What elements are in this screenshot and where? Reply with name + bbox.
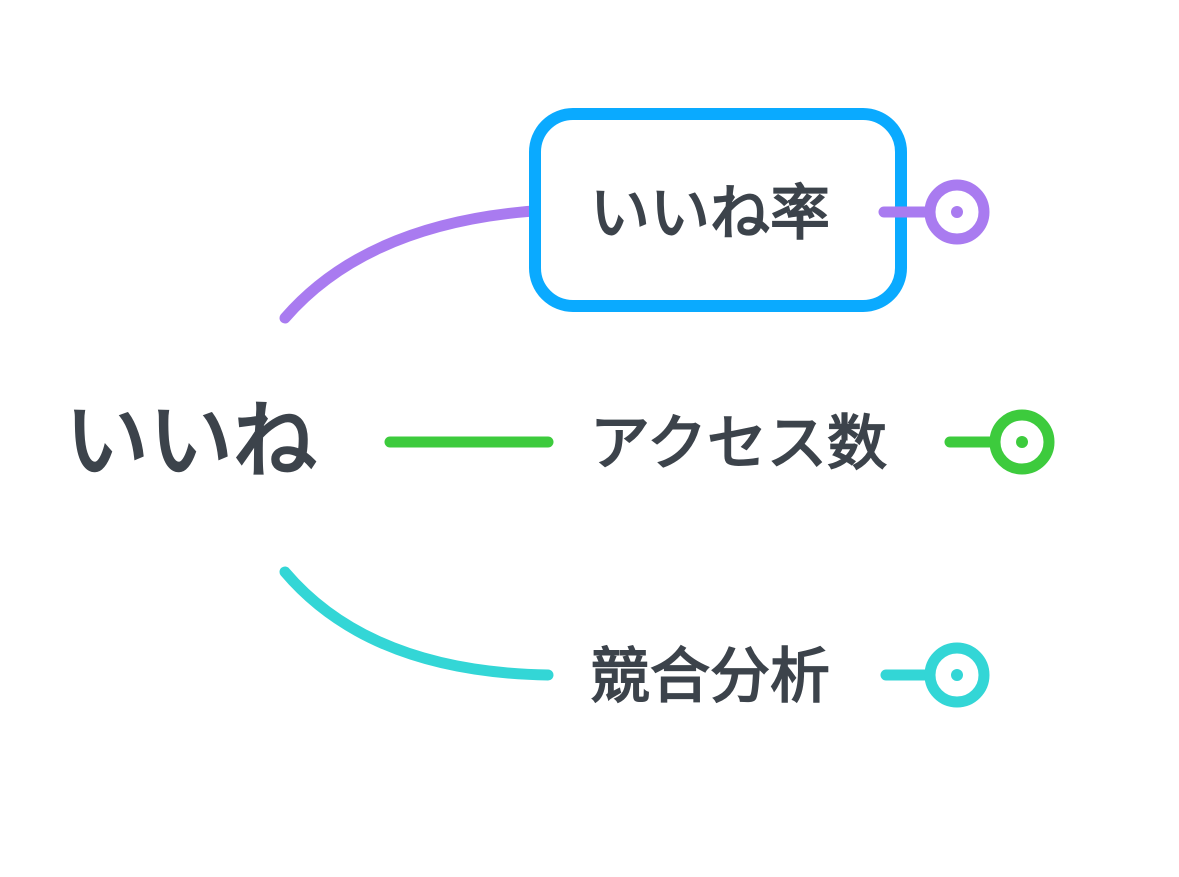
collapse-toggle-icon-2[interactable]: [989, 409, 1055, 475]
branch-node-3[interactable]: 競合分析: [590, 642, 830, 712]
branch-node-2[interactable]: アクセス数: [590, 409, 887, 479]
connector-line-1: [279, 204, 554, 324]
collapse-toggle-icon-3[interactable]: [924, 642, 990, 708]
connector-line-3: [279, 566, 554, 681]
collapse-toggle-icon-1[interactable]: [924, 179, 990, 245]
root-node[interactable]: いいね: [65, 392, 317, 490]
branch-node-1[interactable]: いいね率: [590, 179, 830, 249]
